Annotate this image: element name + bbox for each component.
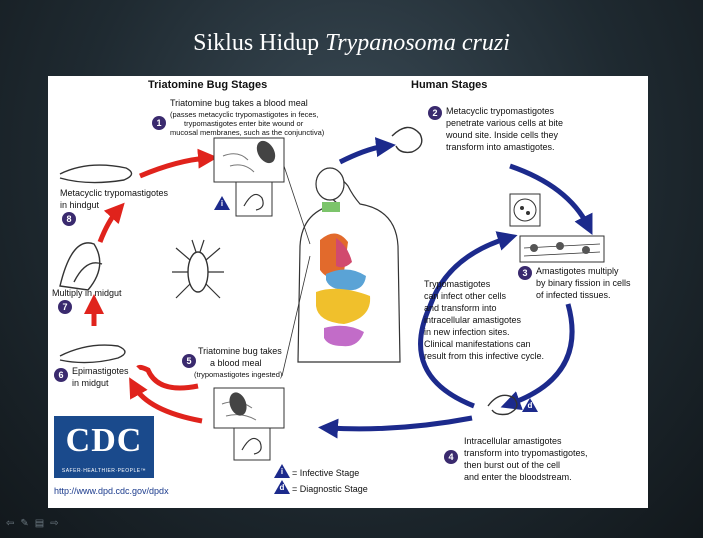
step-3-line-1: Amastigotes multiply [536,266,619,276]
prev-slide-icon[interactable]: ⇦ [6,518,21,529]
infective-marker-step1: i [214,196,230,210]
step-6-line-1: Epimastigotes [72,366,129,376]
step-3-line-2: by binary fission in cells [536,278,631,288]
step-4-line-4: and enter the bloodstream. [464,472,572,482]
pen-icon[interactable]: ✎ [20,518,35,529]
step-5-line-1: Triatomine bug takes [198,346,282,356]
step-1-badge: 1 [152,116,166,130]
diagnostic-marker-step4: d [522,398,538,412]
step-8-line-1: Metacyclic trypomastigotes [60,188,169,198]
legend-diagnostic-label: = Diagnostic Stage [292,484,368,494]
step-1-note-1: (passes metacyclic trypomastigotes in fe… [170,110,319,119]
menu-icon[interactable]: ▤ [34,518,51,529]
step-4-line-1: Intracellular amastigotes [464,436,562,446]
cdc-logo: CDC SAFER·HEALTHIER·PEOPLE™ [54,416,154,478]
title-species: Trypanosoma cruzi [325,30,510,56]
step-6-line-2: in midgut [72,378,109,388]
arrow-4-to-5 [318,415,473,439]
legend-diagnostic-icon: d [274,480,290,494]
legend-infective-icon: i [274,464,290,478]
step-3-badge: 3 [518,266,532,280]
step-4-line-2: transform into trypomastigotes, [464,448,588,458]
trypomastigote-step4 [487,394,518,416]
arrow-cycle-back [418,231,518,409]
center-text-7: result from this infective cycle. [424,351,545,361]
step-8-line-2: in hindgut [60,200,100,210]
arrow-2-to-3 [509,163,593,235]
arrow-8-to-1 [139,148,218,179]
header-bug-stages: Triatomine Bug Stages [148,79,268,91]
step-3-line-3: of infected tissues. [536,290,611,300]
cdc-logo-letters: CDC [65,422,143,459]
epimastigote-step6 [59,344,126,364]
arrow-5-to-6 [136,364,199,391]
step-5-note: (trypomastigotes ingested) [194,370,283,379]
diagram-artwork [59,126,605,461]
step-1-note-2: trypomastigotes enter bite wound or [184,119,304,128]
source-url[interactable]: http://www.dpd.cdc.gov/dpdx [54,486,169,496]
step-7-badge: 7 [58,300,72,314]
step-2-line-4: transform into amastigotes. [446,142,555,152]
trypo-inset-bottom [233,427,271,461]
header-human-stages: Human Stages [411,79,488,91]
cdc-logo-tagline: SAFER·HEALTHIER·PEOPLE™ [61,468,147,474]
step-1-title: Triatomine bug takes a blood meal [170,98,308,108]
step-7-line-1: Multiply in midgut [52,288,122,298]
step-2-line-2: penetrate various cells at bite [446,118,564,128]
step-5-badge: 5 [182,354,196,368]
step-2-line-3: wound site. Inside cells they [446,130,559,140]
step-4-badge: 4 [444,450,458,464]
center-text-3: and transform into [424,303,497,313]
trypo-inset-top [235,181,273,217]
arrow-1-to-2 [338,137,396,165]
bite-panel-bottom [213,387,285,429]
step-4-line-3: then burst out of the cell [464,460,561,470]
center-text-4: intracellular amastigotes [424,315,522,325]
midgut-parasites-step7 [59,242,103,291]
step-1-note-3: mucosal membranes, such as the conjuncti… [170,128,325,137]
step-2-badge: 2 [428,106,442,120]
center-text-1: Trypomastigotes [424,279,491,289]
legend-infective-label: = Infective Stage [292,468,360,478]
slide-nav-controls[interactable]: ⇦✎▤⇨ [6,518,65,529]
title-prefix: Siklus Hidup [193,30,326,56]
step-6-badge: 6 [54,368,68,382]
next-slide-icon[interactable]: ⇨ [50,518,65,529]
arrow-3-to-4 [500,303,575,411]
center-text-2: can infect other cells [424,291,507,301]
center-text-5: in new infection sites. [424,327,510,337]
step-8-badge: 8 [62,212,76,226]
step-5-line-2: a blood meal [210,358,262,368]
slide-title: Siklus Hidup Trypanosoma cruzi [0,30,703,57]
triatomine-bug [172,239,224,299]
trypomastigote-step2 [391,126,423,154]
metacyclic-step8 [59,164,133,184]
center-text-6: Clinical manifestations can [424,339,531,349]
arrow-7-to-8 [97,202,125,243]
arrow-5-to-6b [129,377,203,424]
life-cycle-diagram: Triatomine Bug Stages Human Stages 1 Tri… [48,76,648,508]
step-2-line-1: Metacyclic trypomastigotes [446,106,555,116]
